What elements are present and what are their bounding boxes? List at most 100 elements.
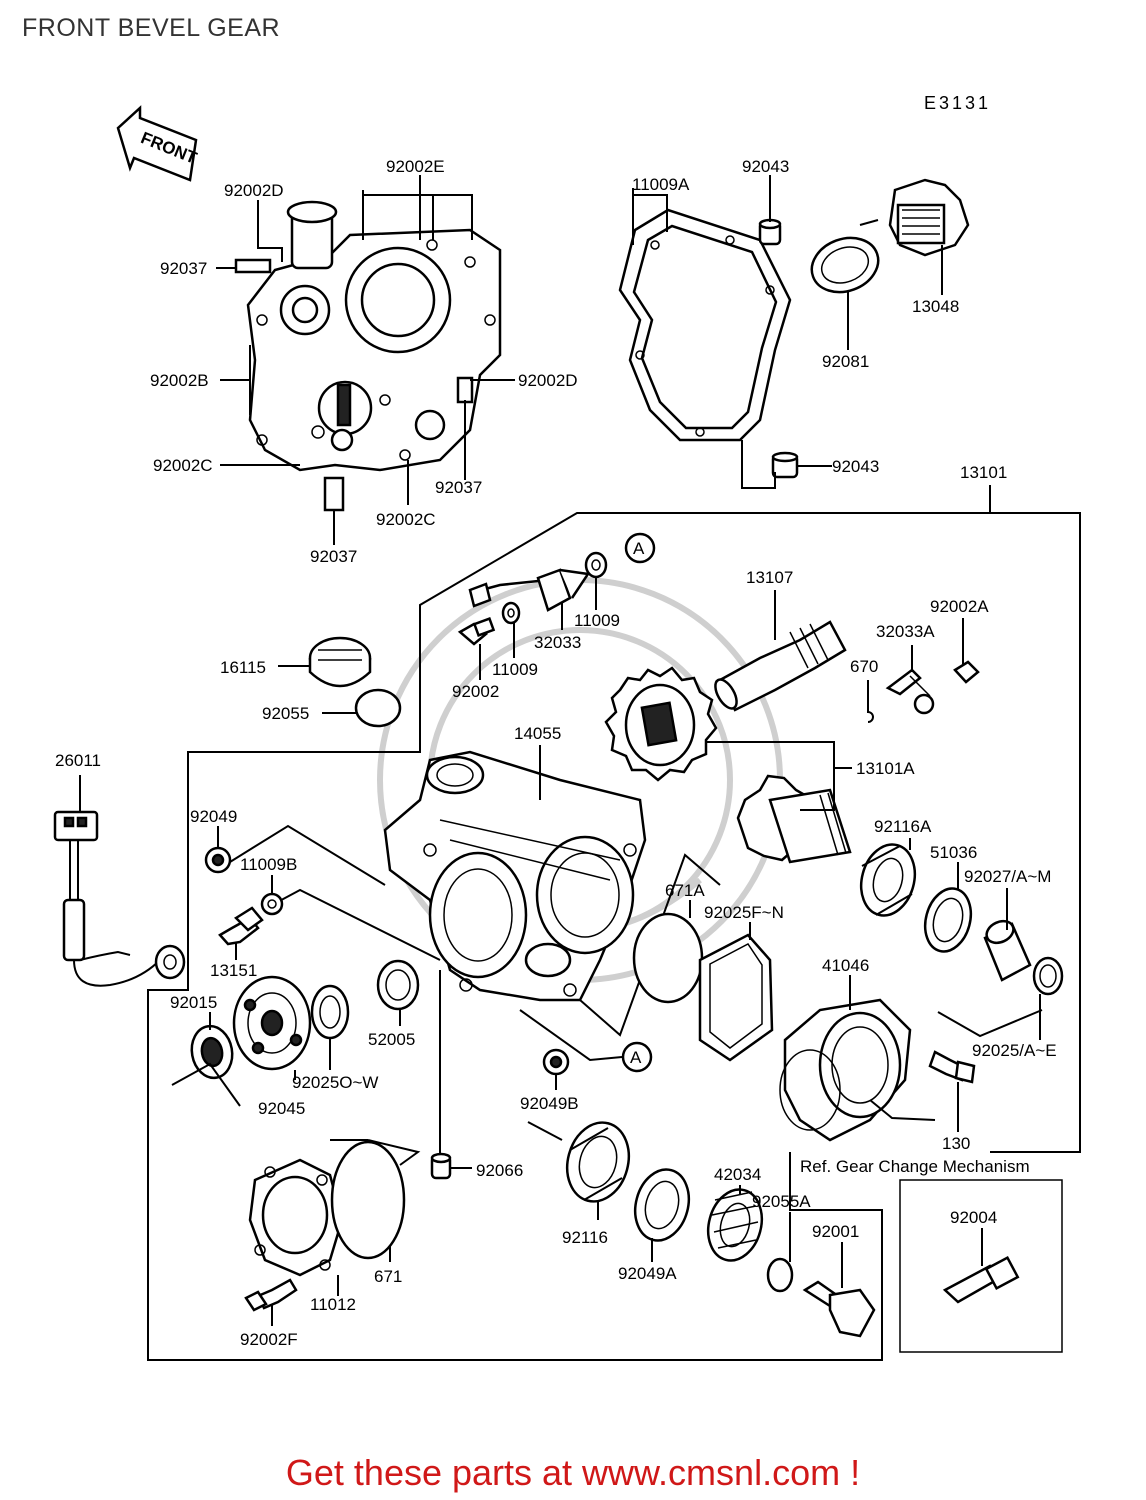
label-13107: 13107 <box>746 568 793 587</box>
assembly-boundary-13101 <box>147 485 1081 1361</box>
label-92001: 92001 <box>812 1222 859 1241</box>
label-11009B: 11009B <box>240 855 297 874</box>
label-13151: 13151 <box>210 961 257 980</box>
label-92116: 92116 <box>562 1228 608 1247</box>
label-92055: 92055 <box>262 704 309 723</box>
o-ring-92055 <box>354 688 402 728</box>
label-13101A: 13101A <box>856 759 915 778</box>
gear-42034 <box>706 1188 764 1262</box>
label-52005: 52005 <box>368 1030 415 1049</box>
washer-11009-a <box>584 551 608 579</box>
bevel-gear-shaft <box>736 774 852 864</box>
leader-lines-cover <box>216 175 515 545</box>
cap-52005 <box>376 959 420 1011</box>
neutral-switch-13151 <box>218 906 264 946</box>
leader-lines-gears <box>706 741 852 811</box>
coupling-13048 <box>888 178 970 257</box>
label-92002E: 92002E <box>386 157 445 176</box>
label-13101: 13101 <box>960 463 1007 482</box>
front-direction-arrow: FRONT <box>116 105 200 182</box>
leader-lines-bottom <box>271 1121 843 1326</box>
label-671A: 671A <box>665 881 705 900</box>
circle-marker-a-bottom: A <box>621 1041 653 1073</box>
cover-11012 <box>248 1158 344 1277</box>
shim-92025AE <box>1032 956 1064 996</box>
label-13048: 13048 <box>912 297 959 316</box>
label-42034: 42034 <box>714 1165 761 1184</box>
label-92002: 92002 <box>452 682 499 701</box>
label-92037-bottom: 92037 <box>310 547 357 566</box>
bearing-housing-41046 <box>779 998 912 1142</box>
label-32033: 32033 <box>534 633 581 652</box>
pin-670 <box>867 680 874 723</box>
label-92002B: 92002B <box>150 371 209 390</box>
label-11009A: 11009A <box>632 175 690 194</box>
ref-box-92004 <box>899 1179 1063 1353</box>
label-130: 130 <box>942 1134 970 1153</box>
washer-11009B <box>260 892 284 916</box>
label-92025FN: 92025F~N <box>704 903 784 922</box>
label-670: 670 <box>850 657 878 676</box>
diagram-code: E3131 <box>924 93 992 113</box>
cover-gasket <box>618 208 792 442</box>
leader-lines-right <box>909 838 1043 1040</box>
label-92002C-bottom: 92002C <box>376 510 436 529</box>
label-92055A: 92055A <box>752 1192 811 1211</box>
label-92002D-mid: 92002D <box>518 371 578 390</box>
label-92081: 92081 <box>822 352 869 371</box>
washer-11009-b <box>501 601 521 625</box>
seal-92049 <box>204 846 232 874</box>
label-92049: 92049 <box>190 807 237 826</box>
label-671: 671 <box>374 1267 402 1286</box>
seal-92049B <box>542 1048 570 1076</box>
shim-92025FN <box>698 933 774 1062</box>
bearing-92116 <box>565 1121 631 1203</box>
pinion-shaft-13107 <box>714 620 847 712</box>
shim-92025OW <box>310 984 350 1040</box>
label-51036: 51036 <box>930 843 977 862</box>
part-labels: 92002E 92002D 92037 92002B 92002D 92002C… <box>55 157 1057 1349</box>
label-92002D-top: 92002D <box>224 181 284 200</box>
label-11009-a: 11009 <box>574 611 620 630</box>
crankcase-cover <box>234 200 502 512</box>
label-92037-mid: 92037 <box>435 478 482 497</box>
leader-lines-oring <box>689 900 751 940</box>
bolt-92002F <box>244 1278 298 1312</box>
leader-lines-sensor <box>79 775 273 960</box>
seal-92049A <box>633 1168 691 1242</box>
leader-lines-cap <box>278 665 356 714</box>
bearing-92045 <box>232 975 312 1071</box>
label-92027: 92027/A~M <box>964 867 1051 886</box>
label-92002F: 92002F <box>240 1330 298 1349</box>
ref-note: Ref. Gear Change Mechanism <box>800 1157 1030 1176</box>
leader-lines-shaft <box>774 590 964 672</box>
circle-marker-a-top-label: A <box>633 539 645 558</box>
shim-51036 <box>923 887 973 953</box>
leader-lines-left-bottom <box>171 1010 557 1107</box>
label-11009-b: 11009 <box>492 660 538 679</box>
label-92043-bottom: 92043 <box>832 457 879 476</box>
oil-seal-92015 <box>190 1024 234 1080</box>
label-92045: 92045 <box>258 1099 305 1118</box>
circle-marker-a-top: A <box>624 532 656 564</box>
leader-lines-top-right <box>632 175 943 489</box>
page-title: FRONT BEVEL GEAR <box>22 14 281 42</box>
label-92049A: 92049A <box>618 1264 677 1283</box>
promo-text[interactable]: Get these parts at www.cmsnl.com ! <box>285 1452 861 1493</box>
label-92002C-left: 92002C <box>153 456 213 475</box>
label-92025AE: 92025/A~E <box>972 1041 1057 1060</box>
label-32033A: 32033A <box>876 622 935 641</box>
bolt-92002 <box>457 617 496 646</box>
oil-filler-cap-16115 <box>308 636 372 688</box>
o-ring-671A <box>632 912 704 1004</box>
dowel-pin-bottom <box>771 451 799 479</box>
gear-housing-14055 <box>383 750 647 1002</box>
bevel-gear-large <box>604 666 718 782</box>
bolt-92002A <box>953 660 980 684</box>
o-ring-671 <box>330 1140 406 1260</box>
label-92002A: 92002A <box>930 597 989 616</box>
oil-pipe-32033 <box>468 568 591 612</box>
o-ring-92055A <box>766 1257 794 1293</box>
leader-lines-pipe <box>479 578 597 680</box>
shift-lever-32033A <box>885 668 935 715</box>
